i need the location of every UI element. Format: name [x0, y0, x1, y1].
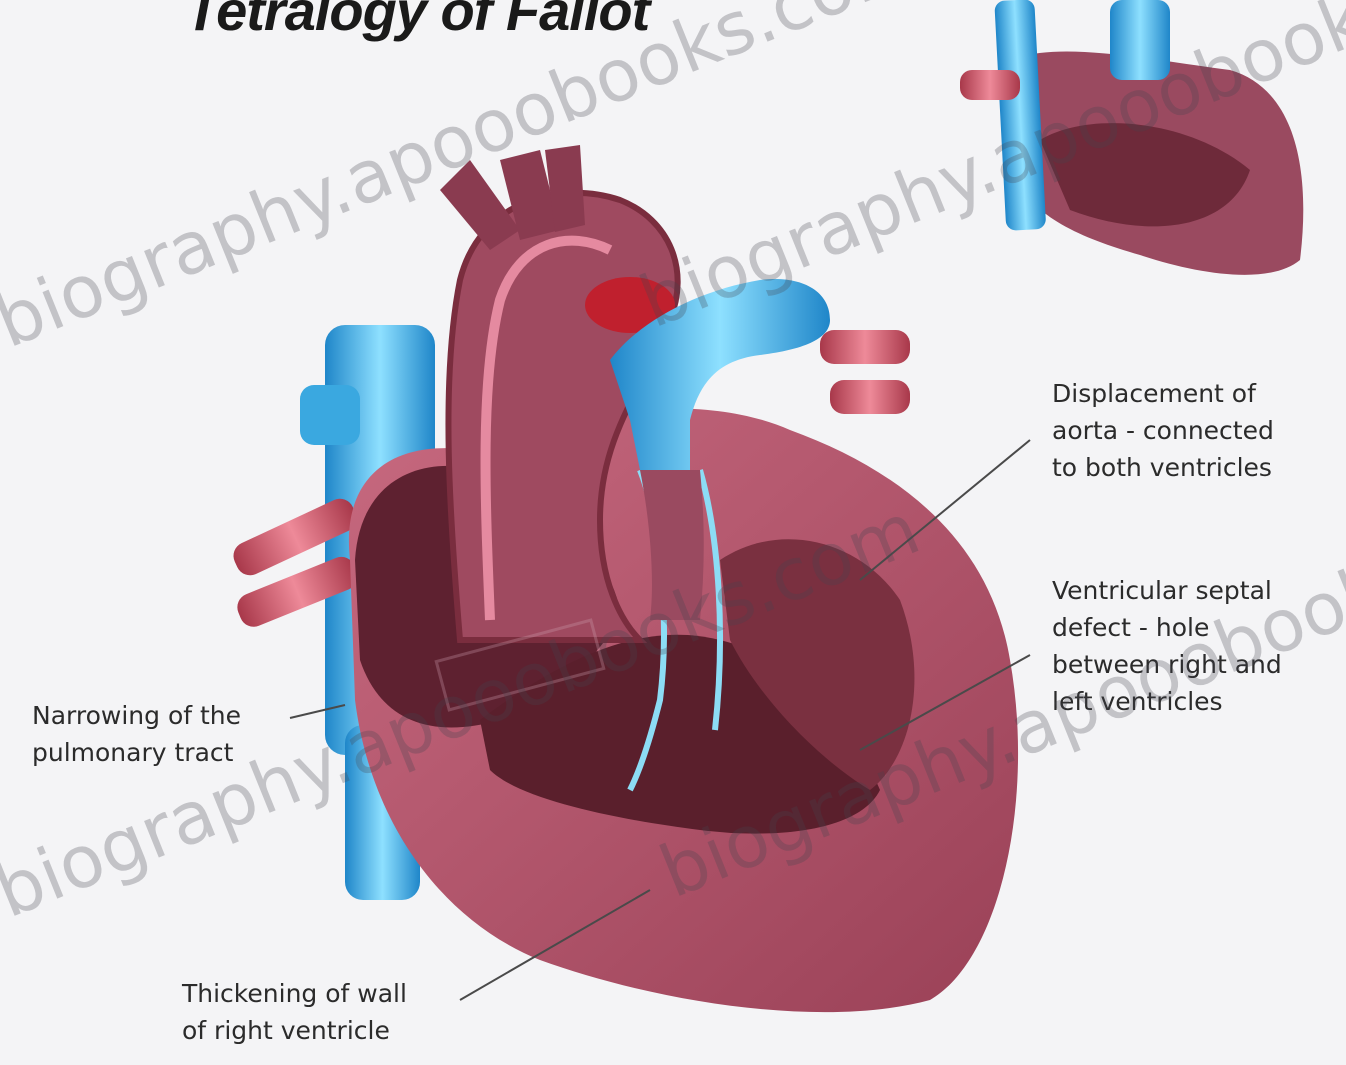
label-displacement: Displacement of aorta - connected to bot… [1052, 375, 1274, 486]
label-narrowing: Narrowing of the pulmonary tract [32, 697, 241, 771]
label-thickening: Thickening of wall of right ventricle [182, 975, 407, 1049]
inset-heart [960, 0, 1303, 275]
label-vsd: Ventricular septal defect - hole between… [1052, 572, 1282, 720]
diagram-title: Tetralogy of Fallot [185, 0, 649, 43]
pulmonary-veins-right [820, 330, 910, 414]
